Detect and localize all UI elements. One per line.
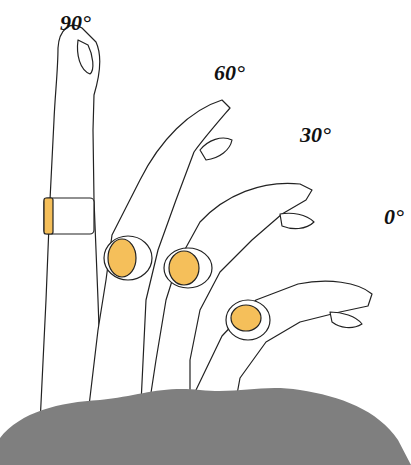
angle-label: 0° [384,206,404,228]
thumb-60 [200,138,232,160]
watch-face-90 [44,198,53,234]
watch-band-90 [44,198,94,234]
angle-label: 30° [300,124,331,146]
watch-face-60 [108,239,136,277]
thumb-30 [280,213,314,228]
angle-label: 60° [214,62,245,84]
watch-face-30 [169,251,199,285]
angle-label: 90° [60,12,91,34]
watch-face-0 [231,305,261,331]
watch-band-0 [226,300,270,340]
thumb-90 [78,40,93,74]
body-shape [0,388,411,465]
watch-band-30 [164,248,212,288]
thumb-0 [330,312,362,328]
watch-band-60 [104,236,152,280]
